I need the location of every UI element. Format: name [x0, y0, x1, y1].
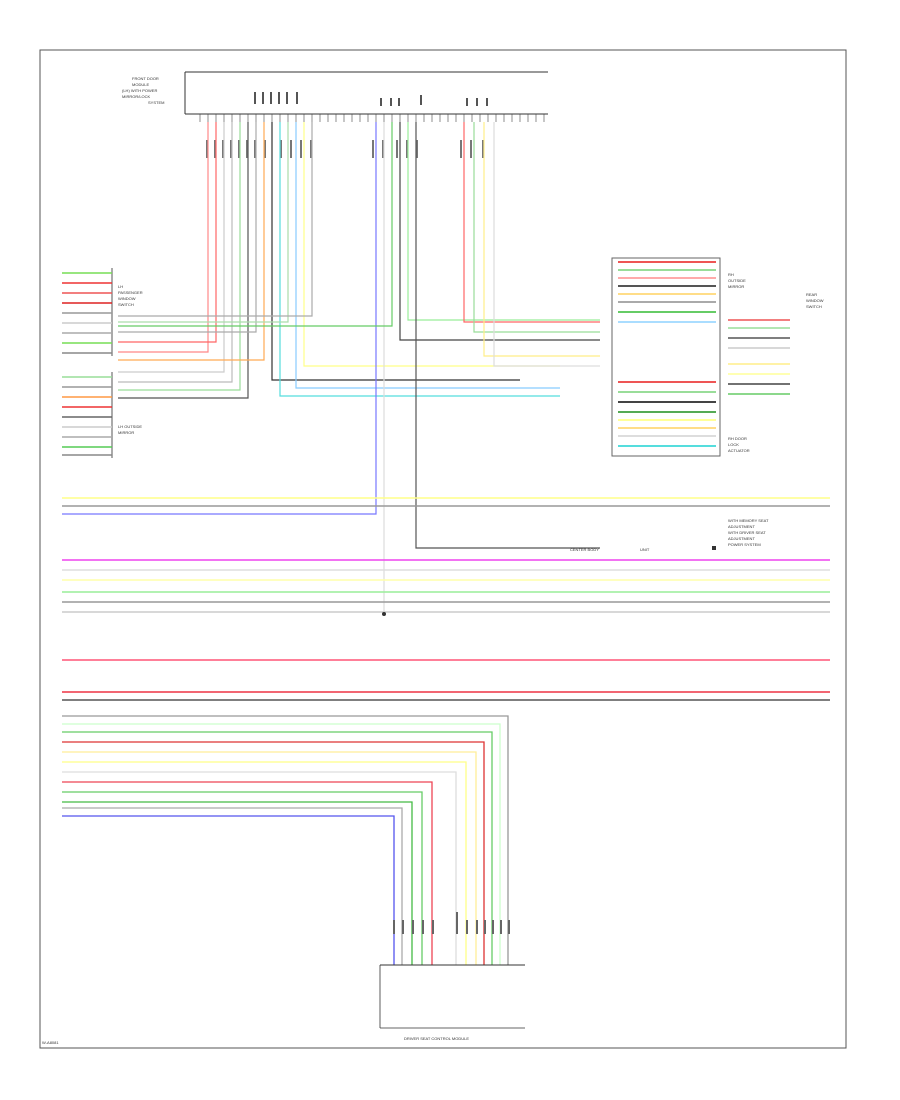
right-module-2-pins: [728, 319, 790, 395]
top-module-label-4: SYSTEM: [148, 100, 164, 105]
right-module-1-label-0: RH: [728, 272, 734, 277]
seat-module-wires: [62, 715, 509, 965]
top-connector: FRONT DOOR MODULE (LH) WITH POWER MIRROR…: [122, 71, 548, 122]
footer-code: W-A8081: [42, 1040, 59, 1045]
mid-strip-1: UNIT: [640, 547, 650, 552]
left-module-2: LH OUTSIDE MIRROR: [111, 372, 142, 458]
left-module-1-label-2: WINDOW: [118, 296, 136, 301]
right-module-1: RH OUTSIDE MIRROR: [611, 257, 746, 457]
right-module-1-label-1: OUTSIDE: [728, 278, 746, 283]
right-module-3-label-2: ACTUATOR: [728, 448, 750, 453]
right-module-1-label-2: MIRROR: [728, 284, 744, 289]
mid-note-0: WITH MEMORY SEAT: [728, 518, 769, 523]
mid-note-3: ADJUSTMENT: [728, 536, 755, 541]
left-module-1-pins: [62, 272, 112, 354]
top-module-label-3: MIRROR/LOCK: [122, 94, 151, 99]
right-module-3-label-1: LOCK: [728, 442, 739, 447]
left-module-2-pins: [62, 376, 112, 456]
top-to-left-wires: [118, 122, 560, 399]
top-to-right-wires: [62, 122, 600, 614]
top-module-label-0: FRONT DOOR: [132, 76, 159, 81]
bus-group-1: [62, 497, 830, 507]
bus-group-2: [62, 559, 830, 613]
diagram-frame: [39, 49, 847, 1049]
right-module-2-label-0: REAR: [806, 292, 817, 297]
mid-note-4: POWER SYSTEM: [728, 542, 761, 547]
mid-note: WITH MEMORY SEAT ADJUSTMENT WITH DRIVER …: [570, 518, 769, 552]
left-module-1: LH PASSENGER WINDOW SWITCH: [111, 268, 143, 356]
left-module-2-label-1: MIRROR: [118, 430, 134, 435]
top-module-label-2: (LH) WITH POWER: [122, 88, 157, 93]
right-module-2-label-2: SWITCH: [806, 304, 822, 309]
mid-note-2: WITH DRIVER SEAT: [728, 530, 766, 535]
left-module-1-label-0: LH: [118, 284, 123, 289]
bus-group-3: [62, 691, 830, 701]
left-module-1-label-1: PASSENGER: [118, 290, 143, 295]
top-module-label-1: MODULE: [132, 82, 149, 87]
right-module-3-label-0: RH DOOR: [728, 436, 747, 441]
left-module-2-label-0: LH OUTSIDE: [118, 424, 142, 429]
mid-note-1: ADJUSTMENT: [728, 524, 755, 529]
right-module-2-label-1: WINDOW: [806, 298, 824, 303]
mid-strip-0: CENTER BODY: [570, 547, 599, 552]
bottom-connector: DRIVER SEAT CONTROL MODULE: [379, 912, 525, 1041]
splice-point: [382, 612, 386, 616]
bottom-module-label: DRIVER SEAT CONTROL MODULE: [404, 1036, 469, 1041]
left-module-1-label-3: SWITCH: [118, 302, 134, 307]
